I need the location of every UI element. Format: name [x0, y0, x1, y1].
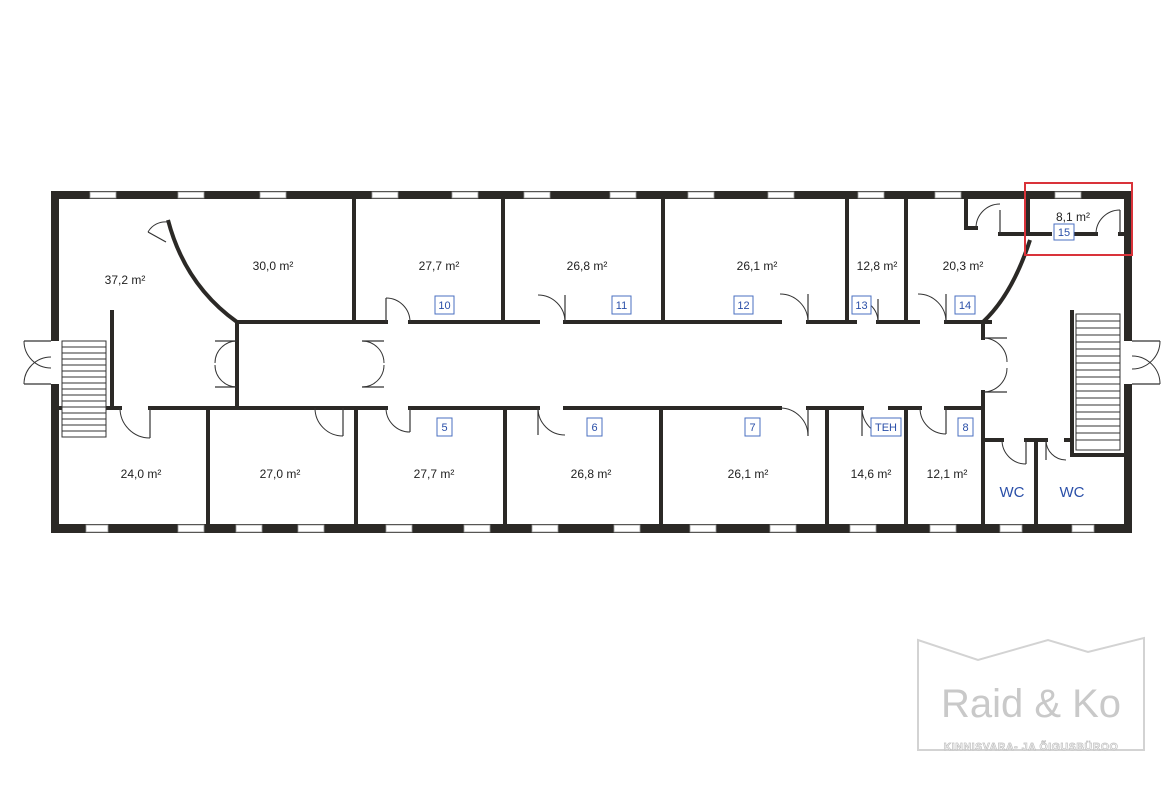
room-number: 14 — [959, 300, 971, 312]
entrance-door-right — [1131, 340, 1161, 385]
logo-tagline: KINNISVARA- JA ÕIGUSBÜROO — [944, 740, 1119, 753]
room-area-label: 37,2 m² — [105, 273, 146, 287]
room-area-label: 26,8 m² — [567, 259, 608, 273]
left-staircase — [61, 340, 107, 438]
room-area-label: 27,0 m² — [260, 467, 301, 481]
lobby-doors-right — [982, 337, 1008, 393]
logo-name: Raid & Ko — [941, 682, 1121, 726]
right-staircase — [1075, 313, 1121, 451]
room-area-label: 26,1 m² — [728, 467, 769, 481]
room-area-label: 20,3 m² — [943, 259, 984, 273]
wc-label: WC — [1000, 484, 1025, 501]
lobby-doors-left — [214, 340, 385, 388]
room-number: 10 — [438, 300, 450, 312]
room-area-label: 27,7 m² — [419, 259, 460, 273]
room-number: 13 — [855, 300, 867, 312]
room-area-label: 26,8 m² — [571, 467, 612, 481]
room-area-label: 12,1 m² — [927, 467, 968, 481]
room-number: 12 — [737, 300, 749, 312]
interior-walls — [57, 197, 1126, 526]
room-number: 8 — [962, 422, 968, 434]
room-number: TEH — [875, 422, 897, 434]
room-labels: 37,2 m² 30,0 m² 27,7 m² 26,8 m² 26,1 m² … — [105, 210, 1090, 501]
room-area-label: 12,8 m² — [857, 259, 898, 273]
room-number: 7 — [749, 422, 755, 434]
curved-walls — [166, 219, 1032, 324]
room-number: 5 — [441, 422, 447, 434]
room-numbers: 10 11 12 13 14 15 5 6 7 TEH 8 — [434, 223, 1075, 437]
room-number: 11 — [616, 300, 627, 312]
room-area-label: 26,1 m² — [737, 259, 778, 273]
room-area-label: 14,6 m² — [851, 467, 892, 481]
room-number: 15 — [1058, 227, 1070, 239]
wc-label: WC — [1060, 484, 1085, 501]
room-area-label: 30,0 m² — [253, 259, 294, 273]
room-15-highlight — [1024, 182, 1133, 256]
room-area-label: 24,0 m² — [121, 467, 162, 481]
company-logo: Raid & Ko KINNISVARA- JA ÕIGUSBÜROO — [917, 636, 1145, 753]
outer-walls — [51, 191, 1132, 533]
windows-top — [89, 191, 1082, 199]
room-area-label: 27,7 m² — [414, 467, 455, 481]
doors — [23, 203, 1161, 465]
windows-bottom — [85, 524, 1095, 533]
entrance-door-left — [23, 340, 52, 385]
room-area-label: 8,1 m² — [1056, 210, 1090, 224]
room-number: 6 — [591, 422, 597, 434]
